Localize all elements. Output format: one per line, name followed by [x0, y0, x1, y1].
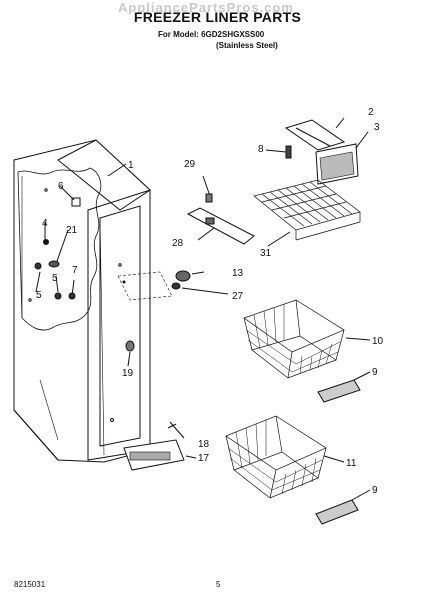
- model-line: For Model: 6GD2SHGXSS00: [158, 30, 265, 39]
- freezer-liner-drawing: [13, 139, 229, 471]
- callout-label: 9: [372, 485, 378, 496]
- callout-label: 31: [260, 248, 272, 259]
- callout-label: 21: [66, 225, 78, 236]
- callout-label: 4: [42, 218, 48, 229]
- callout-label: 27: [232, 291, 244, 302]
- lower-trim-drawing: [315, 489, 371, 525]
- callout-label: 18: [198, 439, 210, 450]
- callout-label: 8: [258, 144, 264, 155]
- watermark-text: AppliancePartsPros.com: [118, 0, 294, 15]
- upper-shelf-drawing: [253, 117, 369, 247]
- document-number: 8215031: [14, 580, 46, 589]
- callout-label: 9: [372, 367, 378, 378]
- finish-line: (Stainless Steel): [216, 41, 278, 50]
- callout-label: 3: [374, 122, 380, 133]
- callout-label: 13: [232, 268, 244, 279]
- callout-label: 19: [122, 368, 134, 379]
- callout-label: 6: [58, 181, 64, 192]
- page-title: FREEZER LINER PARTS: [133, 9, 302, 25]
- rail-drawing: [186, 175, 255, 245]
- callout-label: 11: [346, 458, 357, 469]
- callout-label: 29: [184, 159, 196, 170]
- callout-label: 7: [72, 265, 78, 276]
- callout-label: 28: [172, 238, 184, 249]
- callout-labels: 1 2 3 4 5 5 6 7 8 9 9 10 11 13 17 18 19 …: [36, 107, 384, 496]
- callout-label: 1: [128, 160, 134, 171]
- page-number: 5: [216, 580, 221, 589]
- callout-label: 10: [372, 336, 384, 347]
- upper-trim-drawing: [317, 371, 371, 403]
- upper-basket-drawing: [243, 299, 371, 379]
- callout-label: 5: [52, 273, 58, 284]
- callout-label: 5: [36, 290, 42, 301]
- lower-basket-drawing: [225, 415, 345, 499]
- model-subtitle: For Model: 6GD2SHGXSS00 (Stainless Steel…: [158, 29, 278, 51]
- callout-label: 2: [368, 107, 374, 118]
- callout-label: 17: [198, 453, 210, 464]
